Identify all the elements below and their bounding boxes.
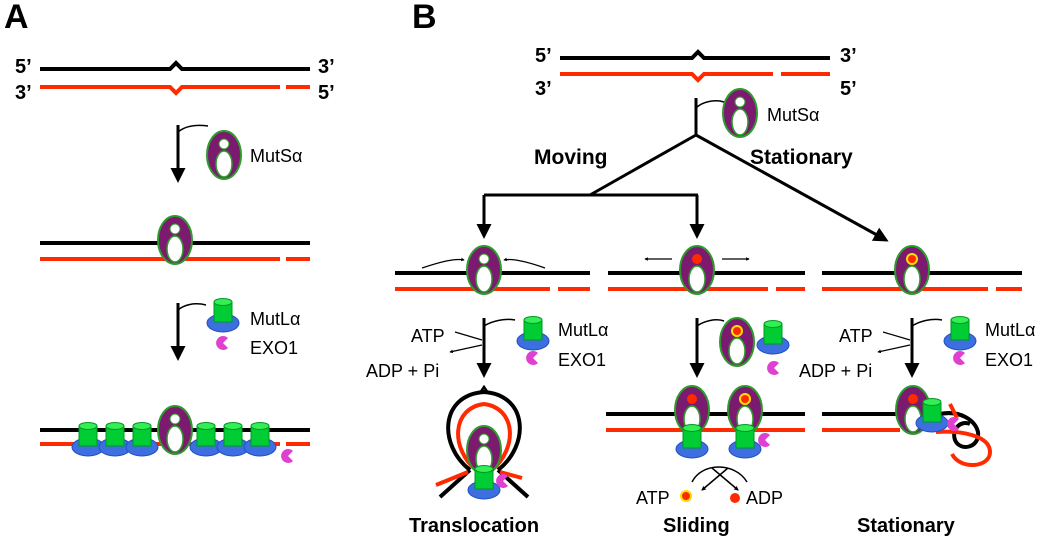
panel-b-letter: B xyxy=(412,0,437,36)
panel-a-exo1-bound xyxy=(281,449,293,463)
panel-b-atp-branch-stationary xyxy=(878,331,911,352)
panel-b-exchange-arc-top xyxy=(691,466,748,483)
panel-a-mutla-6 xyxy=(243,422,277,457)
panel-b-atp-translocation: ATP xyxy=(411,326,445,346)
panel-b-adppi-translocation: ADP + Pi xyxy=(366,361,439,381)
panel-b-exo1-label-translocation: EXO1 xyxy=(558,350,606,370)
panel-a-mutla-1 xyxy=(71,422,105,457)
panel-a-3prime-top: 3’ xyxy=(318,56,335,78)
panel-b-binding-curve-translocation xyxy=(483,318,516,327)
panel-b-mutla-free-stationary xyxy=(943,316,977,351)
caption-sliding: Sliding xyxy=(663,515,730,537)
panel-a-exo1-label: EXO1 xyxy=(250,338,298,358)
panel-b-5prime-top: 5’ xyxy=(535,45,552,67)
panel-b-exo1-stationary-model xyxy=(947,417,959,431)
panel-b-mutsa-free xyxy=(722,88,758,138)
panel-b-mutla-translocation-model xyxy=(467,465,501,500)
panel-b-atp-stationary: ATP xyxy=(839,326,873,346)
panel-a-5prime-bottom: 5’ xyxy=(318,82,335,104)
panel-a-mutla-2 xyxy=(98,422,132,457)
panel-b-3prime-top: 3’ xyxy=(840,45,857,67)
panel-b-exo1-label-stationary: EXO1 xyxy=(985,350,1033,370)
panel-b-mutla-label-translocation: MutLα xyxy=(558,320,608,340)
panel-b-initial-duplex xyxy=(560,49,830,83)
panel-b-atp-sliding: ATP xyxy=(636,488,670,508)
panel-a-letter: A xyxy=(4,0,29,36)
panel-a-binding-curve-1 xyxy=(177,124,209,133)
panel-a-mutsa-loaded xyxy=(157,405,193,455)
panel-a-exo1-free xyxy=(216,336,228,350)
panel-b-moving-label: Moving xyxy=(534,146,608,169)
panel-a-mutla-5 xyxy=(216,422,250,457)
panel-a-mutsa-free xyxy=(206,130,242,180)
panel-b-adp-dot xyxy=(730,493,740,503)
panel-b-binding-curve-1 xyxy=(695,100,725,109)
panel-b-5prime-bottom: 5’ xyxy=(840,78,857,100)
panel-a-3prime-bottom: 3’ xyxy=(15,82,32,104)
panel-b-exchange-in xyxy=(701,467,729,491)
panel-b-3prime-bottom: 3’ xyxy=(535,78,552,100)
panel-a-mutla-label: MutLα xyxy=(250,309,300,329)
panel-b-adppi-stationary: ADP + Pi xyxy=(799,361,872,381)
panel-a-mutla-free xyxy=(206,298,240,333)
panel-b-branch-stationary xyxy=(695,133,889,242)
panel-b-mutla-label-stationary: MutLα xyxy=(985,320,1035,340)
panel-b-curl-left xyxy=(421,257,465,269)
panel-a-5prime-top: 5’ xyxy=(15,56,32,78)
panel-b-mutsa-free-sliding xyxy=(719,317,755,367)
panel-b-stationary-label: Stationary xyxy=(750,146,853,169)
panel-b-mutla-free-translocation xyxy=(516,316,550,351)
panel-b-exo1-free-translocation xyxy=(526,351,538,365)
panel-b-mutsa-stationary xyxy=(894,245,930,295)
panel-b-exchange-out xyxy=(711,467,739,491)
panel-b-curl-right xyxy=(503,257,546,269)
panel-b-mutla-free-sliding xyxy=(756,320,790,355)
panel-b-mutsa-translocation xyxy=(466,245,502,295)
panel-b-mutsa-label: MutSα xyxy=(767,105,819,125)
panel-b-branch-moving xyxy=(589,133,697,197)
panel-b-binding-curve-stationary xyxy=(911,318,943,327)
caption-stationary: Stationary xyxy=(857,515,956,537)
panel-b-adp-sliding: ADP xyxy=(746,488,783,508)
panel-b-exo1-free-stationary xyxy=(953,351,965,365)
panel-a-initial-duplex xyxy=(40,60,310,96)
panel-a-mutsa-bound xyxy=(157,215,193,265)
panel-a-mutsa-label: MutSα xyxy=(250,146,302,166)
panel-b-binding-curve-sliding xyxy=(696,319,725,327)
panel-b-mutsa-sliding xyxy=(679,245,715,295)
panel-b-atp-branch-translocation xyxy=(450,331,483,352)
panel-a-mutla-4 xyxy=(189,422,223,457)
panel-b-exo1-free-sliding xyxy=(767,361,779,375)
panel-a-binding-curve-2 xyxy=(177,303,207,311)
caption-translocation: Translocation xyxy=(409,515,539,537)
panel-a-mutla-3 xyxy=(125,422,159,457)
panel-b-atp-dot xyxy=(680,490,692,502)
